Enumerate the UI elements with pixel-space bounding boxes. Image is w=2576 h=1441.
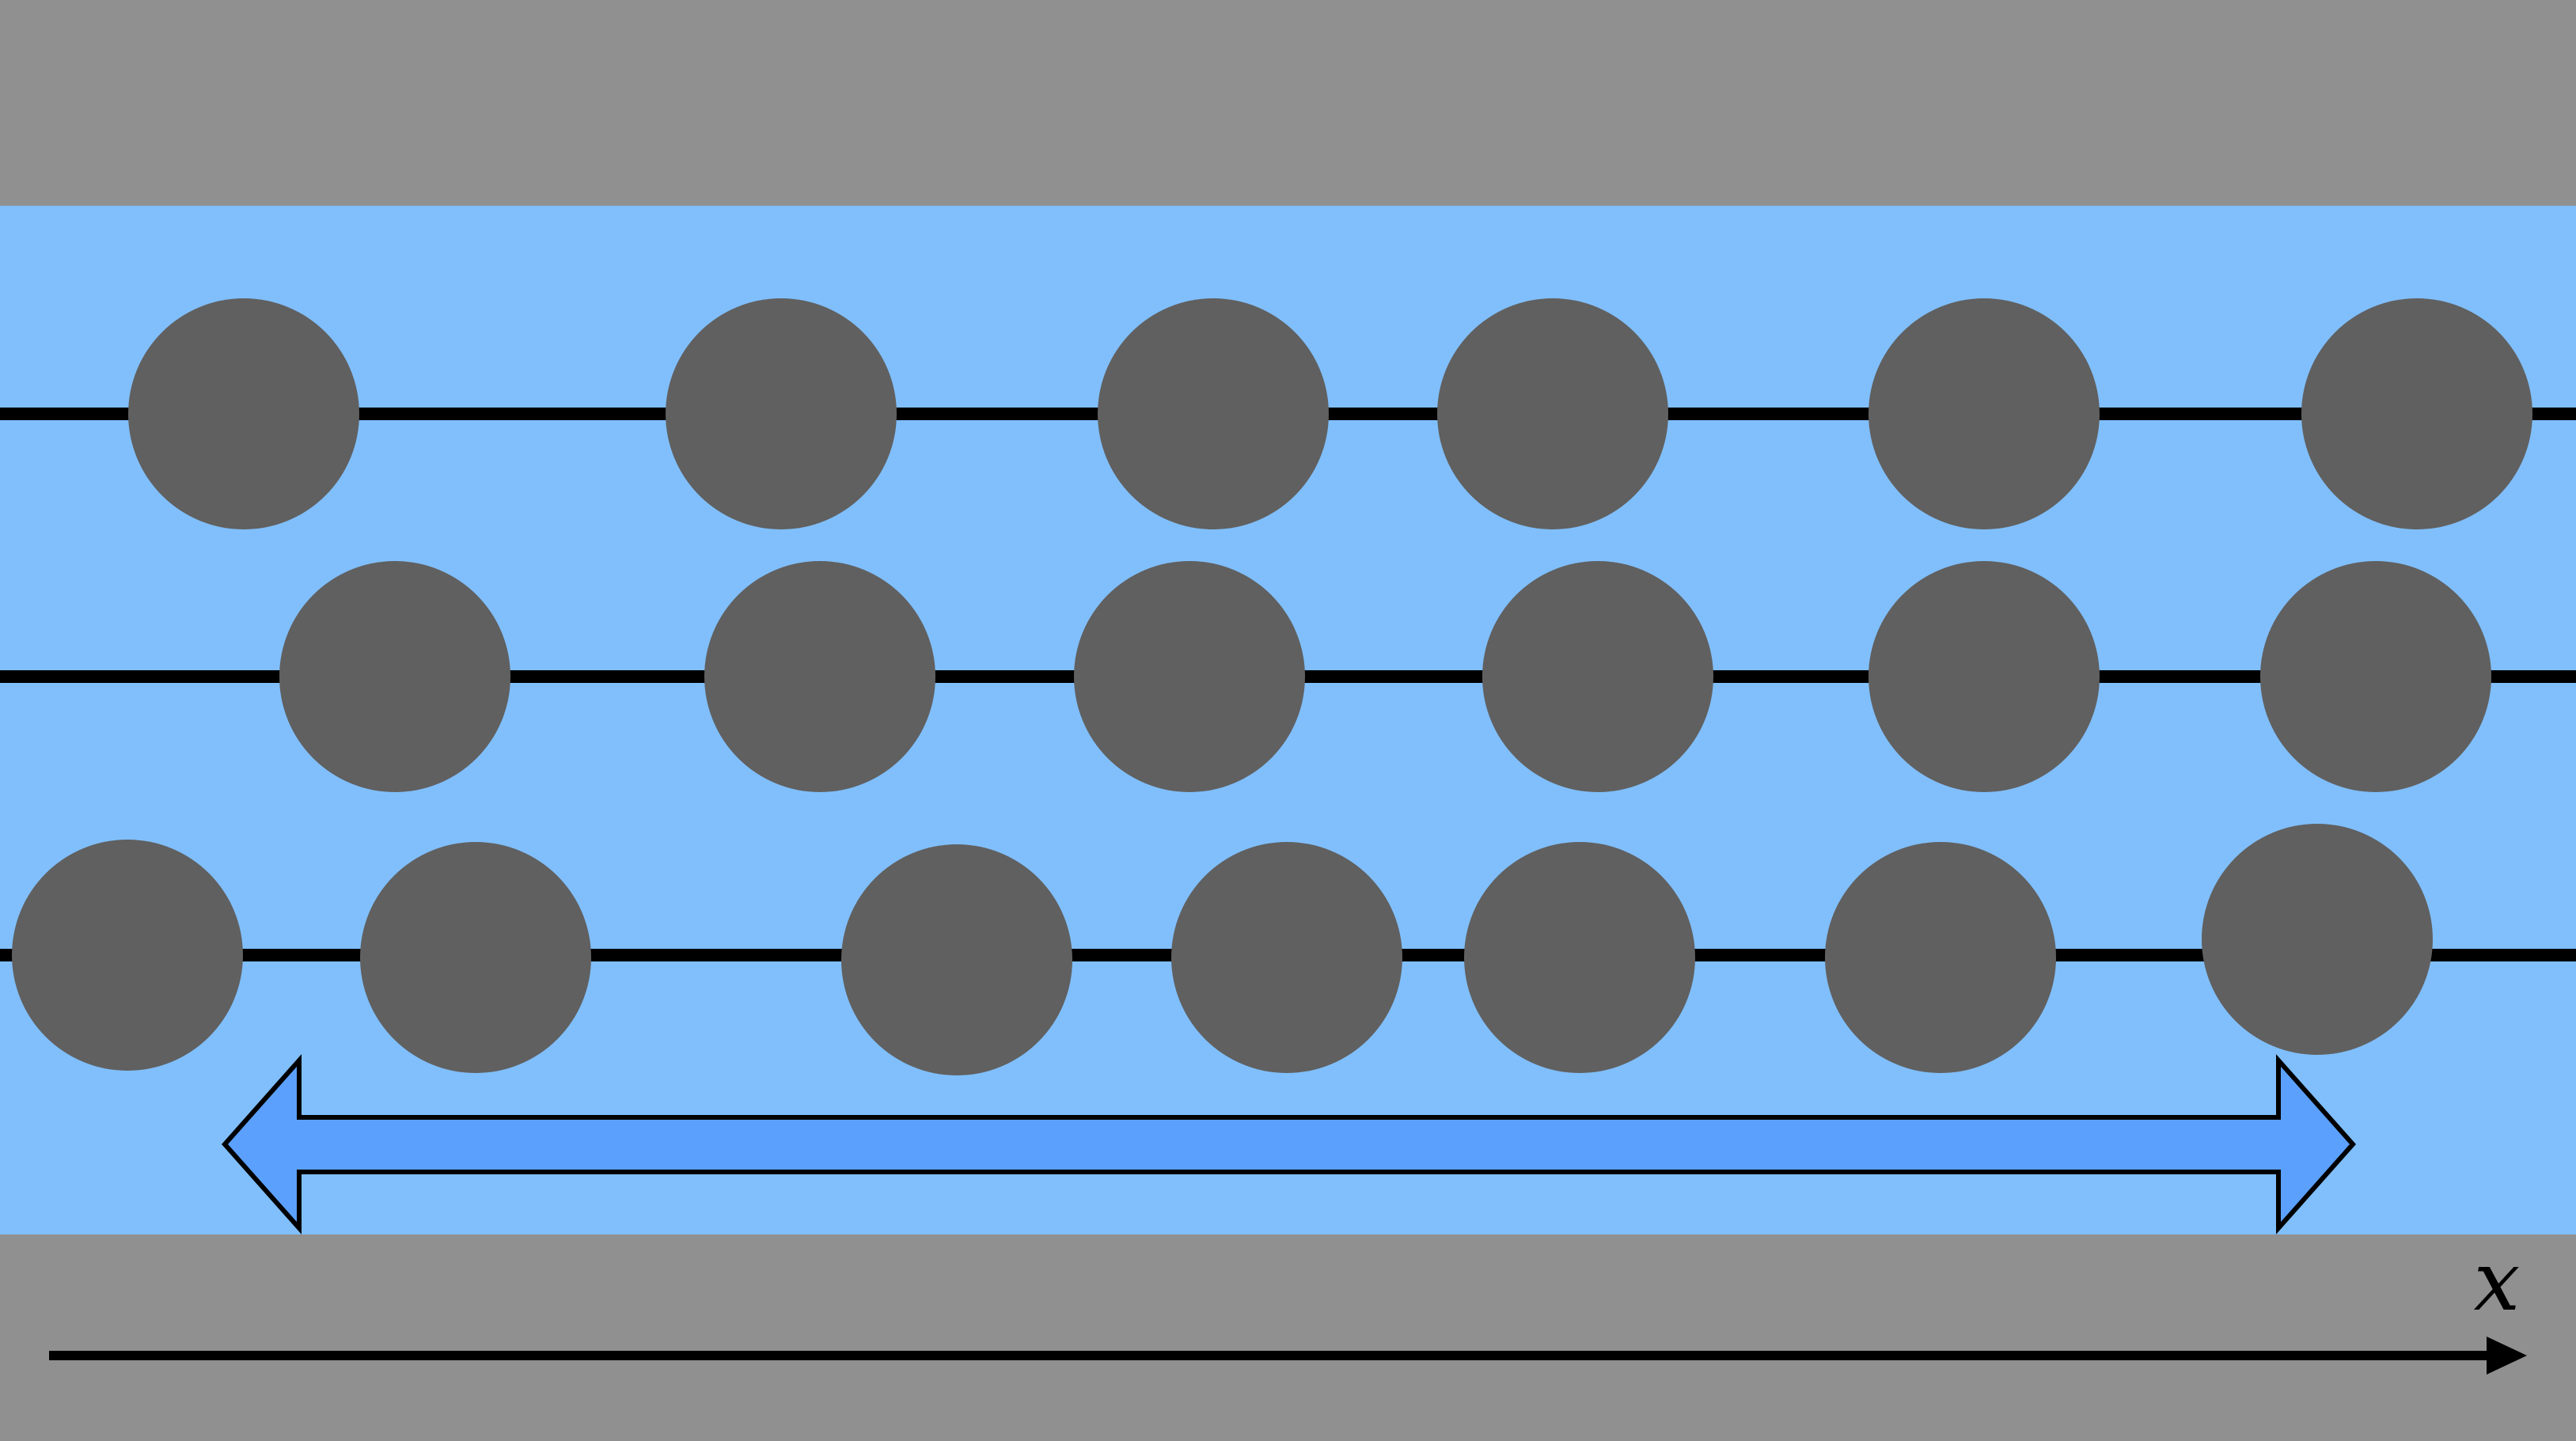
particle: [1098, 298, 1329, 529]
particle-row-top: [0, 298, 2576, 529]
x-axis-label: x: [2474, 1233, 2521, 1329]
particle: [1868, 298, 2100, 529]
particle: [128, 298, 359, 529]
particle: [1074, 561, 1305, 792]
particle: [1464, 842, 1695, 1073]
particle: [279, 561, 510, 792]
particle: [2260, 561, 2491, 792]
particle: [704, 561, 935, 792]
particle: [1825, 842, 2056, 1073]
particle-row-middle: [0, 561, 2576, 792]
double-arrow: [221, 1054, 2357, 1234]
particle: [1171, 842, 1402, 1073]
particle: [12, 840, 243, 1071]
particle: [666, 298, 897, 529]
particle: [2301, 298, 2532, 529]
particle: [1437, 298, 1668, 529]
x-axis-arrowhead: [2487, 1337, 2527, 1375]
particle-row-bottom: [0, 824, 2576, 1075]
particle: [2202, 824, 2433, 1055]
particle: [1482, 561, 1713, 792]
x-axis: x: [49, 1233, 2527, 1375]
particle-rows: [0, 298, 2576, 1075]
particle: [1868, 561, 2100, 792]
particle: [360, 842, 591, 1073]
particle: [841, 844, 1072, 1075]
top-wall: [0, 0, 2576, 206]
bottom-wall: [0, 1234, 2576, 1441]
